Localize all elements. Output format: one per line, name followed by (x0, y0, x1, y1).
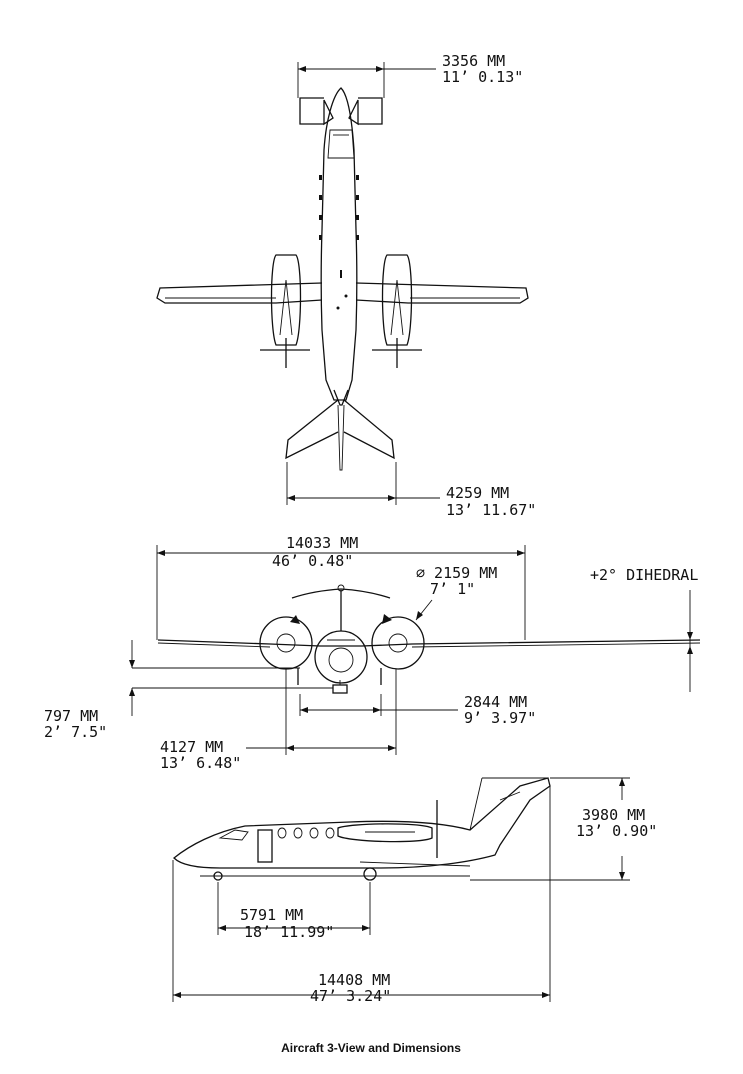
figure-caption: Aircraft 3-View and Dimensions (281, 1041, 461, 1055)
tail-span-mm: 3356 MM (442, 52, 505, 70)
prop-diameter-ftin: 7’ 1" (430, 580, 475, 598)
length-mm: 14408 MM (318, 971, 390, 989)
stabilizer-span-ftin: 13’ 11.67" (446, 501, 536, 519)
main-gear-track-mm: 2844 MM (464, 693, 527, 711)
dihedral-label: +2° DIHEDRAL (590, 566, 698, 584)
ground-clearance-ftin: 2’ 7.5" (44, 723, 107, 741)
ground-clearance-mm: 797 MM (44, 707, 98, 725)
prop-diameter-mm: ⌀ 2159 MM (416, 564, 497, 582)
top-view-dimensions: 3356 MM 11’ 0.13" 4259 MM 13’ 11.67" (286, 52, 536, 519)
wheelbase-mm: 5791 MM (240, 906, 303, 924)
wheelbase-ftin: 18’ 11.99" (244, 923, 334, 941)
front-view (157, 584, 701, 694)
tail-span-ftin: 11’ 0.13" (442, 68, 523, 86)
height-mm: 3980 MM (582, 806, 645, 824)
main-gear-track-ftin: 9’ 3.97" (464, 709, 536, 727)
wing-span-mm: 14033 MM (286, 534, 358, 552)
top-view (156, 87, 529, 471)
front-view-dimensions: 14033 MM 46’ 0.48" ⌀ 2159 MM 7’ 1" +2° D… (44, 534, 698, 772)
length-ftin: 47’ 3.24" (310, 987, 391, 1005)
engine-spacing-mm: 4127 MM (160, 738, 223, 756)
stabilizer-span-mm: 4259 MM (446, 484, 509, 502)
side-view-dimensions: 3980 MM 13’ 0.90" 5791 MM 18’ 11.99" 144… (172, 777, 657, 1005)
wing-span-ftin: 46’ 0.48" (272, 552, 353, 570)
height-ftin: 13’ 0.90" (576, 822, 657, 840)
side-view (173, 777, 551, 881)
engine-spacing-ftin: 13’ 6.48" (160, 754, 241, 772)
